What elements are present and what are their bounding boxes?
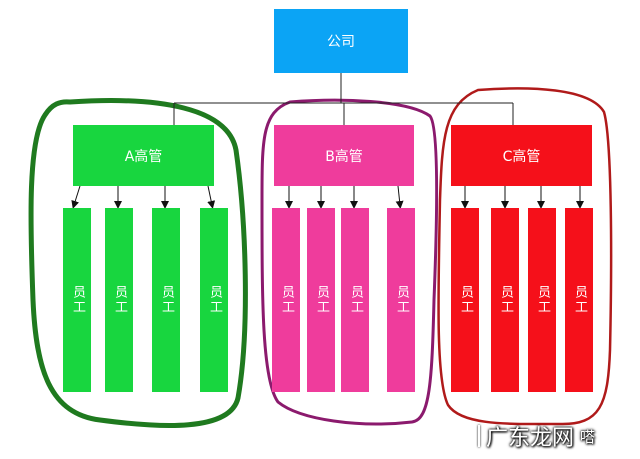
employee-c-3: 员工 [528,208,556,392]
watermark: 广东龙网 嗒 [478,420,595,452]
manager-c-label: C高管 [502,148,541,165]
employee-label: 员工 [535,285,550,315]
employee-c-4: 员工 [565,208,593,392]
manager-a-node: A高管 [73,125,214,186]
employee-label: 员工 [279,285,294,315]
manager-a-label: A高管 [124,148,163,165]
group-b-outline [260,98,439,426]
employee-label: 员工 [498,285,513,315]
employee-label: 员工 [348,285,363,315]
manager-c-node: C高管 [451,125,592,186]
employee-label: 员工 [314,285,329,315]
watermark-divider [478,425,480,447]
employee-label: 员工 [70,285,85,315]
manager-arrows [71,185,584,209]
employee-b-3: 员工 [341,208,369,392]
employee-b-2: 员工 [307,208,335,392]
employee-b-4: 员工 [387,208,415,392]
group-c-outline [437,87,613,426]
company-label: 公司 [327,34,355,50]
manager-b-node: B高管 [274,125,414,186]
employee-a-2: 员工 [105,208,133,392]
company-node: 公司 [274,9,408,73]
employee-c-2: 员工 [491,208,519,392]
employee-label: 员工 [159,285,174,315]
employee-label: 员工 [458,285,473,315]
employee-a-4: 员工 [200,208,228,392]
company-connectors [173,73,514,125]
employee-c-1: 员工 [451,208,479,392]
employee-label: 员工 [572,285,587,315]
employee-b-1: 员工 [272,208,300,392]
employee-label: 员工 [394,285,409,315]
employee-label: 员工 [112,285,127,315]
employee-a-3: 员工 [152,208,180,392]
employee-label: 员工 [207,285,222,315]
group-a-outline [28,98,248,429]
watermark-logo-icon: 嗒 [580,427,596,446]
employee-a-1: 员工 [63,208,91,392]
watermark-text: 广东龙网 [486,426,575,451]
manager-b-label: B高管 [325,148,363,165]
